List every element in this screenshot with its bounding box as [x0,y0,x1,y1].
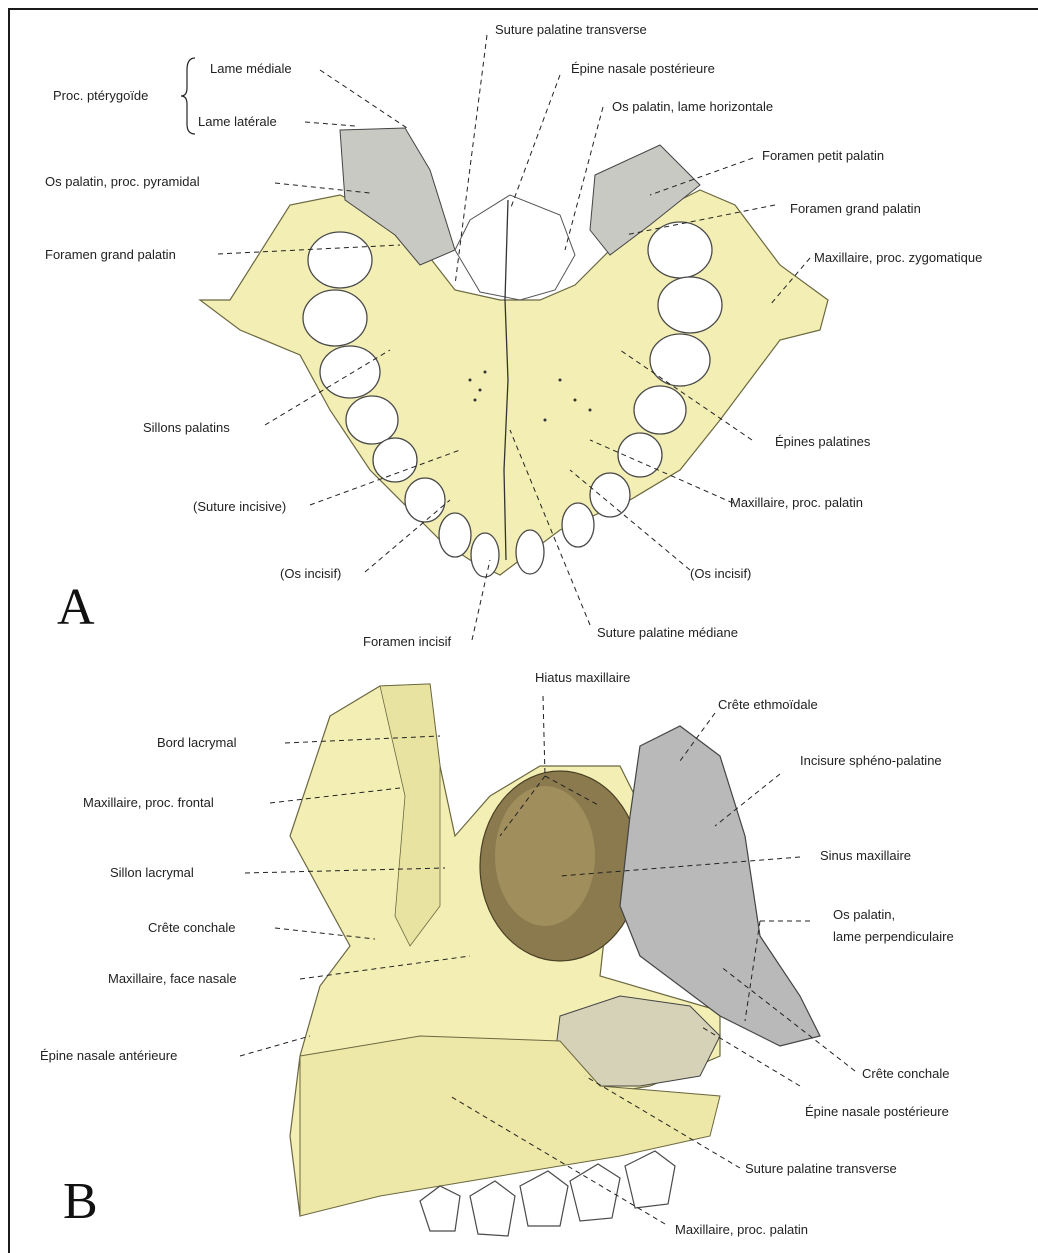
label-epine-nasale-posterieure-b: Épine nasale postérieure [805,1104,949,1120]
label-epine-nasale-anterieure: Épine nasale antérieure [40,1048,177,1064]
label-maxillaire-face-nasale: Maxillaire, face nasale [108,971,237,987]
label-crete-ethmoidale: Crête ethmoïdale [718,697,818,713]
bracket [181,58,195,134]
label-sinus-maxillaire: Sinus maxillaire [820,848,911,864]
label-foramen-grand-palatin-right: Foramen grand palatin [790,201,921,217]
panel-a-inferior-view: Proc. ptérygoïde Lame médiale Lame latér… [0,0,1038,656]
label-sillons-palatins: Sillons palatins [143,420,230,436]
panel-b-medial-view: Bord lacrymal Maxillaire, proc. frontal … [0,656,1038,1253]
label-foramen-grand-palatin-left: Foramen grand palatin [45,247,176,263]
label-epine-nasale-posterieure-a: Épine nasale postérieure [571,61,715,77]
label-suture-palatine-transverse-a: Suture palatine transverse [495,22,647,38]
label-proc-pterygoide: Proc. ptérygoïde [53,88,148,104]
label-sillon-lacrymal: Sillon lacrymal [110,865,194,881]
label-suture-incisive: (Suture incisive) [193,499,286,515]
label-incisure-spheno-palatine: Incisure sphéno-palatine [800,753,942,769]
label-crete-conchale-left: Crête conchale [148,920,235,936]
label-maxillaire-palatin-b: Maxillaire, proc. palatin [675,1222,808,1238]
label-maxillaire-zygomatique: Maxillaire, proc. zygomatique [814,250,982,266]
label-os-palatin-pyramidal: Os palatin, proc. pyramidal [45,174,200,190]
label-bord-lacrymal: Bord lacrymal [157,735,236,751]
label-os-palatin-1: Os palatin, [833,907,895,923]
label-maxillaire-palatin-a: Maxillaire, proc. palatin [730,495,863,511]
label-suture-palatine-mediane: Suture palatine médiane [597,625,738,641]
label-os-incisif-right: (Os incisif) [690,566,751,582]
label-foramen-incisif: Foramen incisif [363,634,451,650]
choana [455,195,575,300]
panel-a-illustration [0,0,1038,656]
label-lame-laterale: Lame latérale [198,114,277,130]
panel-b-letter: B [63,1176,98,1228]
label-maxillaire-frontal: Maxillaire, proc. frontal [83,795,214,811]
panel-a-letter: A [57,582,95,634]
sinus-shading [495,786,595,926]
label-crete-conchale-right: Crête conchale [862,1066,949,1082]
label-epines-palatines: Épines palatines [775,434,870,450]
label-lame-mediale: Lame médiale [210,61,292,77]
label-os-palatin-2: lame perpendiculaire [833,929,954,945]
label-os-palatin-lame-horizontale: Os palatin, lame horizontale [612,99,773,115]
label-os-incisif-left: (Os incisif) [280,566,341,582]
label-suture-palatine-transverse-b: Suture palatine transverse [745,1161,897,1177]
label-hiatus-maxillaire: Hiatus maxillaire [535,670,630,686]
label-foramen-petit-palatin: Foramen petit palatin [762,148,884,164]
